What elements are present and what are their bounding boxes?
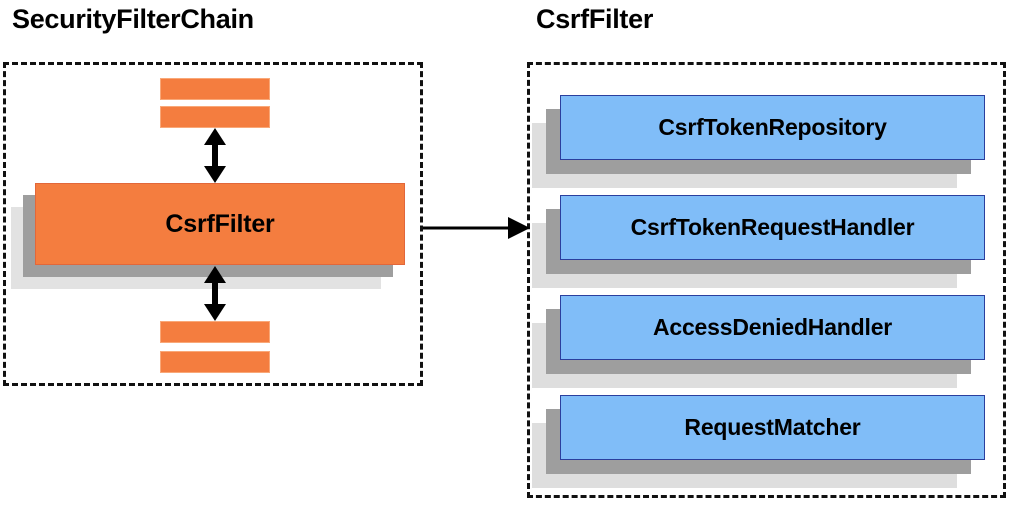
filter-stub-top-1 xyxy=(160,78,270,100)
node-face[interactable]: CsrfFilter xyxy=(35,183,405,265)
node-face[interactable]: CsrfTokenRequestHandler xyxy=(560,195,985,260)
panel-title-csrffilter: CsrfFilter xyxy=(536,4,654,34)
panel-title-securityfilterchain: SecurityFilterChain xyxy=(12,4,254,34)
arrow-lower-bidirectional xyxy=(204,266,226,321)
node-label: CsrfTokenRepository xyxy=(658,114,887,140)
node-face[interactable]: CsrfTokenRepository xyxy=(560,95,985,160)
node-label: CsrfFilter xyxy=(165,209,275,238)
connector-arrow-left-to-right xyxy=(423,217,530,239)
node-label: CsrfTokenRequestHandler xyxy=(630,214,915,240)
node-face[interactable]: RequestMatcher xyxy=(560,395,985,460)
node-face[interactable]: AccessDeniedHandler xyxy=(560,295,985,360)
node-label: AccessDeniedHandler xyxy=(652,314,893,340)
filter-stub-top-2 xyxy=(160,106,270,128)
filter-stub-bottom-2 xyxy=(160,351,270,373)
container-csrffilter xyxy=(527,62,1006,498)
filter-stub-bottom-1 xyxy=(160,321,270,343)
node-accessdeniedhandler[interactable]: AccessDeniedHandler xyxy=(532,295,985,388)
node-requestmatcher[interactable]: RequestMatcher xyxy=(532,395,985,488)
node-csrftokenrepository[interactable]: CsrfTokenRepository xyxy=(532,95,985,188)
arrow-upper-bidirectional xyxy=(204,128,226,183)
node-csrftokenrequesthandler[interactable]: CsrfTokenRequestHandler xyxy=(532,195,985,288)
node-label: RequestMatcher xyxy=(684,414,861,440)
container-securityfilterchain xyxy=(3,62,423,386)
